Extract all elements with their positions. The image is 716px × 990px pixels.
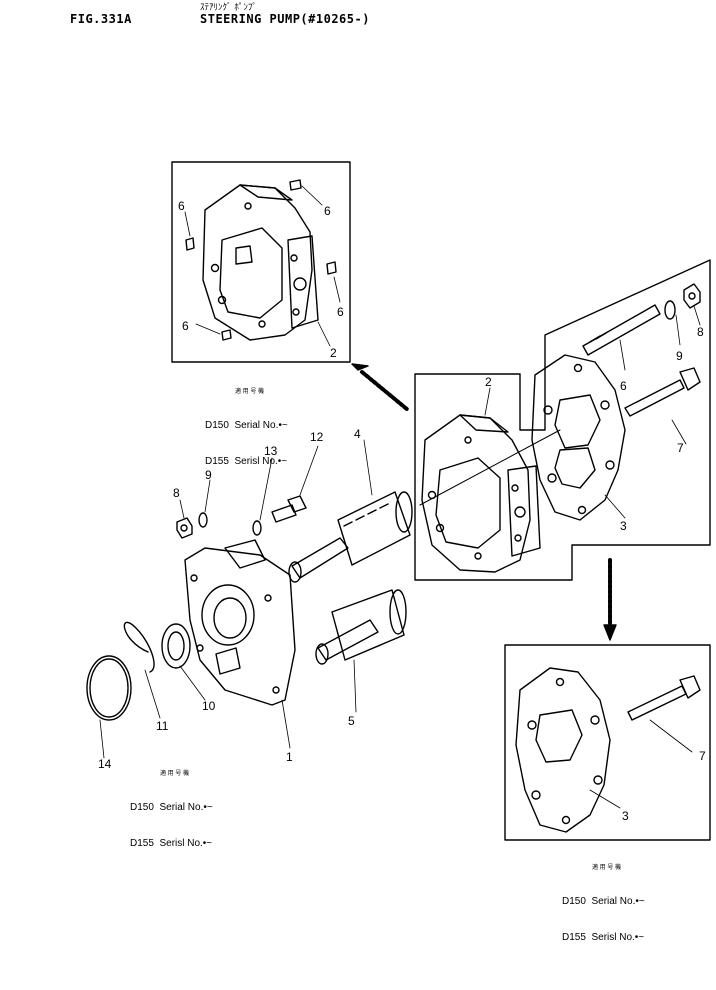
callout-14: 14	[98, 757, 112, 771]
dowel-pins-inset	[185, 179, 337, 341]
callout-7-inset: 7	[699, 749, 706, 763]
washer-9-left	[198, 512, 208, 528]
figure-number: FIG.331A	[70, 12, 132, 26]
housing-inset-drawing	[202, 184, 319, 341]
inset-box-top	[171, 161, 351, 363]
arrow-to-top-inset	[351, 363, 410, 412]
applicability-note-bottom: 適 用 号 機 D150 Serial No.•~ D155 Serisl No…	[562, 840, 645, 956]
callout-1: 1	[286, 750, 293, 764]
serial-line-d150: D150 Serial No.•~	[562, 896, 645, 907]
callout-3-main: 3	[620, 519, 627, 533]
callout-7-main: 7	[677, 441, 684, 455]
callout-6-inset-a: 6	[178, 199, 185, 213]
title-japanese: ｽﾃｱﾘﾝｸﾞ ﾎﾟﾝﾌﾟ	[200, 3, 257, 13]
callout-13: 13	[264, 444, 278, 458]
shaft-line-main	[419, 429, 561, 506]
cover-main-drawing	[531, 354, 626, 521]
callout-9-right: 9	[676, 349, 683, 363]
arrow-to-bottom-inset	[603, 558, 617, 641]
callout-2-main: 2	[485, 375, 492, 389]
bolt-7-inset	[627, 675, 701, 721]
o-ring-14	[86, 655, 132, 721]
stud-bolt-6	[582, 304, 661, 356]
callout-6-inset-b: 6	[324, 204, 331, 218]
callout-6-main: 6	[620, 379, 627, 393]
callout-6-inset-c: 6	[337, 305, 344, 319]
callout-12: 12	[310, 430, 324, 444]
bolt-12	[271, 495, 307, 523]
applicability-title: 適 用 号 機	[592, 865, 622, 871]
callout-11: 11	[156, 719, 169, 733]
callout-3-inset: 3	[622, 809, 629, 823]
flange-housing-1	[184, 539, 296, 706]
inset-box-right	[414, 259, 711, 581]
bolt-7-main	[624, 367, 701, 417]
washer-13	[252, 520, 262, 536]
bearing-10	[161, 623, 191, 669]
callout-2-inset: 2	[330, 346, 337, 360]
applicability-title: 適 用 号 機	[160, 771, 190, 777]
cover-inset-drawing	[515, 667, 611, 833]
housing-main-drawing	[421, 414, 541, 573]
serial-line-d155: D155 Serisl No.•~	[562, 932, 645, 943]
callout-8-right: 8	[697, 325, 704, 339]
washer-9-main	[664, 300, 676, 320]
serial-line-d150: D150 Serial No.•~	[205, 420, 288, 431]
snap-ring-11	[123, 621, 155, 673]
serial-line-d150: D150 Serial No.•~	[130, 802, 213, 813]
callout-6-inset-d: 6	[182, 319, 189, 333]
inset-leader-lines	[184, 185, 341, 347]
nut-8-main	[683, 283, 701, 309]
nut-8-left	[176, 517, 193, 539]
main-leader-lines	[99, 305, 701, 809]
driven-gear-5	[315, 589, 407, 665]
drive-gear-4	[288, 491, 413, 583]
serial-line-d155: D155 Serisl No.•~	[130, 838, 213, 849]
serial-line-d155: D155 Serisl No.•~	[205, 456, 288, 467]
callout-9-left: 9	[205, 468, 212, 482]
applicability-note-left: 適 用 号 機 D150 Serial No.•~ D155 Serisl No…	[130, 746, 213, 862]
inset-box-bottom	[504, 644, 711, 841]
callout-10: 10	[202, 699, 216, 713]
callout-5: 5	[348, 714, 355, 728]
applicability-note-top: 適 用 号 機 D150 Serial No.•~ D155 Serisl No…	[205, 364, 288, 480]
callout-8-left: 8	[173, 486, 180, 500]
callout-4: 4	[354, 427, 361, 441]
figure-title: STEERING PUMP(#10265-)	[200, 12, 370, 26]
applicability-title: 適 用 号 機	[235, 389, 265, 395]
